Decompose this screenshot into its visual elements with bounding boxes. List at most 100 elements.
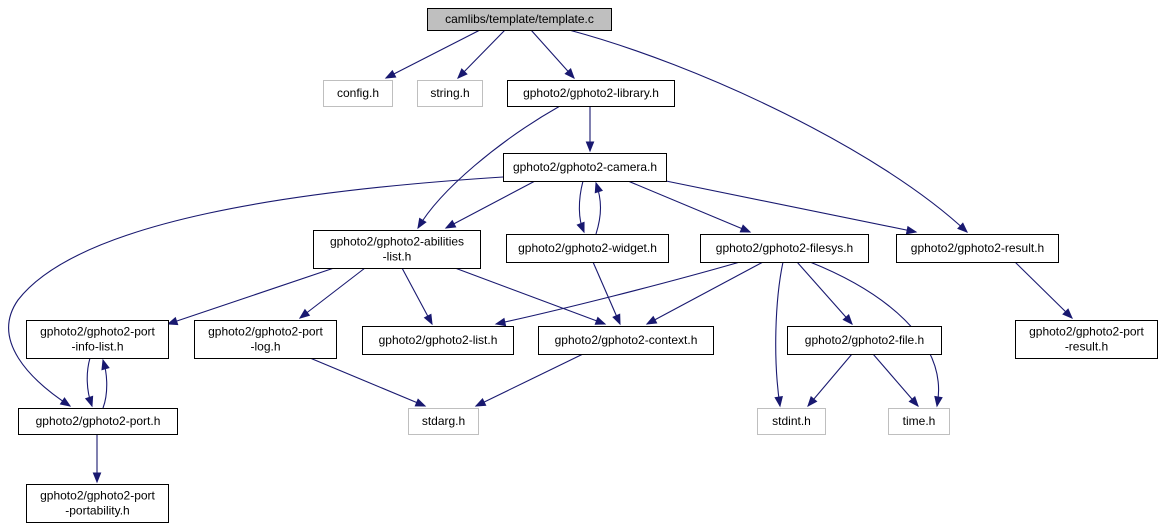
arrowhead: [457, 68, 468, 79]
arrowhead: [842, 314, 853, 326]
arrowhead: [807, 395, 818, 408]
edge-line: [627, 180, 751, 233]
node-label: config.h: [337, 86, 379, 100]
node-config: config.h: [323, 80, 393, 107]
arrowhead: [444, 219, 457, 229]
edge-line: [495, 261, 741, 325]
node-label: -portability.h: [65, 504, 129, 518]
node-widget[interactable]: gphoto2/gphoto2-widget.h: [506, 234, 669, 263]
node-box: [507, 80, 675, 107]
edge-line: [646, 261, 764, 325]
edge-line: [417, 105, 561, 229]
arrowhead: [908, 395, 919, 408]
node-result[interactable]: gphoto2/gphoto2-result.h: [896, 234, 1059, 263]
edge-result-to-portresult: [1014, 261, 1073, 319]
edge-line: [530, 29, 575, 79]
node-label: camlibs/template/template.c: [445, 12, 594, 26]
edge-file-to-time: [872, 353, 919, 408]
arrowhead: [384, 69, 397, 79]
node-label: time.h: [903, 414, 936, 428]
arrowhead: [298, 308, 311, 319]
node-label: -log.h: [250, 340, 280, 354]
edge-line: [401, 267, 433, 325]
node-box: [1015, 320, 1158, 359]
node-box: [787, 326, 942, 355]
edge-library-to-camera: [585, 106, 595, 153]
arrowhead: [934, 395, 943, 408]
node-label: gphoto2/gphoto2-filesys.h: [716, 241, 853, 255]
node-string: string.h: [417, 80, 483, 107]
edge-root-to-library: [530, 29, 575, 80]
node-label: gphoto2/gphoto2-file.h: [805, 333, 924, 347]
edge-line: [775, 261, 784, 407]
dependency-edges: [8, 29, 1073, 484]
node-time: time.h: [888, 408, 950, 435]
node-file[interactable]: gphoto2/gphoto2-file.h: [787, 326, 942, 355]
edge-line: [568, 29, 968, 233]
edge-portlog-to-stdarg: [309, 357, 427, 407]
node-box: [700, 234, 869, 263]
edge-port-to-infolist: [101, 358, 110, 409]
node-context[interactable]: gphoto2/gphoto2-context.h: [538, 326, 714, 355]
arrowhead: [92, 472, 102, 484]
arrowhead: [84, 395, 94, 408]
node-box: [506, 234, 669, 263]
arrowhead: [576, 221, 585, 234]
node-box: [26, 320, 169, 359]
edge-port-to-portability: [92, 434, 102, 484]
node-camera[interactable]: gphoto2/gphoto2-camera.h: [503, 153, 667, 182]
edge-line: [475, 353, 584, 407]
node-box: [18, 408, 178, 435]
edge-infolist-to-port: [84, 357, 94, 408]
node-infolist[interactable]: gphoto2/gphoto2-port-info-list.h: [26, 320, 169, 359]
edge-line: [807, 353, 853, 407]
node-abilities[interactable]: gphoto2/gphoto2-abilities-list.h: [313, 230, 481, 269]
arrowhead: [612, 313, 621, 326]
arrowhead: [414, 398, 427, 407]
arrowhead: [564, 68, 575, 80]
edge-line: [299, 267, 366, 319]
node-box: [194, 320, 337, 359]
edge-root-to-config: [384, 29, 481, 79]
node-label: -info-list.h: [71, 340, 123, 354]
node-port[interactable]: gphoto2/gphoto2-port.h: [18, 408, 178, 435]
node-label: gphoto2/gphoto2-port.h: [36, 414, 161, 428]
node-box: [757, 408, 826, 435]
arrowhead: [645, 315, 658, 325]
node-portability[interactable]: gphoto2/gphoto2-port-portability.h: [26, 484, 169, 523]
edge-line: [457, 29, 506, 79]
node-box: [896, 234, 1059, 263]
node-label: gphoto2/gphoto2-library.h: [523, 86, 659, 100]
node-box: [26, 484, 169, 523]
node-library[interactable]: gphoto2/gphoto2-library.h: [507, 80, 675, 107]
node-stdarg: stdarg.h: [408, 408, 479, 435]
edge-line: [1014, 261, 1073, 319]
edge-context-to-stdarg: [474, 353, 584, 407]
node-filesys[interactable]: gphoto2/gphoto2-filesys.h: [700, 234, 869, 263]
arrowhead: [417, 217, 427, 230]
edge-abilities-to-infolist: [166, 267, 335, 326]
arrowhead: [494, 317, 507, 327]
node-label: -result.h: [1065, 340, 1108, 354]
arrowhead: [59, 397, 72, 407]
arrowhead: [594, 316, 607, 325]
edge-line: [454, 267, 606, 325]
node-label: -list.h: [383, 250, 412, 264]
node-list[interactable]: gphoto2/gphoto2-list.h: [362, 326, 514, 355]
arrowhead: [585, 141, 595, 153]
edge-line: [309, 357, 426, 407]
edge-line: [385, 29, 481, 79]
node-label: string.h: [430, 86, 469, 100]
edge-camera-to-abilities: [444, 180, 536, 229]
node-portresult[interactable]: gphoto2/gphoto2-port-result.h: [1015, 320, 1158, 359]
node-label: gphoto2/gphoto2-widget.h: [518, 241, 657, 255]
node-portlog[interactable]: gphoto2/gphoto2-port-log.h: [194, 320, 337, 359]
node-root[interactable]: camlibs/template/template.c: [427, 8, 612, 31]
arrowhead: [1062, 308, 1073, 319]
edge-filesys-to-time: [809, 261, 943, 408]
edge-root-to-string: [457, 29, 506, 79]
arrowhead: [423, 313, 433, 326]
edge-abilities-to-list: [401, 267, 433, 326]
arrowhead: [774, 395, 783, 408]
